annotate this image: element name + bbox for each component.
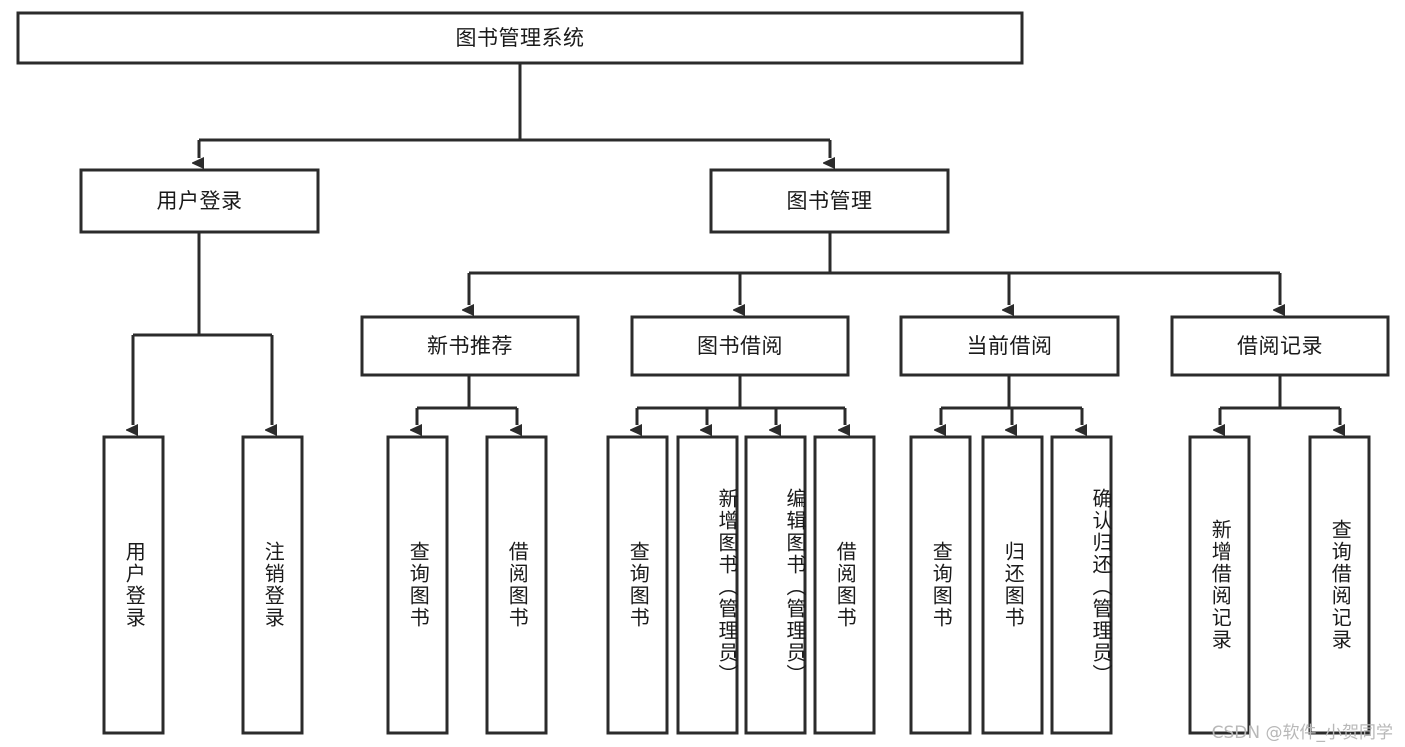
connector-group-userlogin-to-leaves — [133, 232, 272, 425]
node-box-book-borrow[interactable] — [630, 315, 850, 377]
connector-group-bookmgmt-to-level3 — [469, 232, 1280, 305]
node-box-root[interactable] — [16, 11, 1024, 65]
connector-group-bookborrow-to-leaves — [637, 375, 845, 425]
connector-group-newbook-to-leaves — [417, 375, 517, 425]
leaf-box-user-login[interactable] — [102, 435, 165, 735]
leaf-box-query-book-1[interactable] — [386, 435, 449, 735]
csdn-watermark: CSDN @软件_小贺同学 — [1211, 723, 1393, 743]
leaf-box-add-book-admin[interactable] — [676, 435, 739, 735]
connector-group-borrowrecord-to-leaves — [1220, 375, 1340, 425]
leaf-box-add-borrow-record[interactable] — [1188, 435, 1251, 735]
node-box-user-login[interactable] — [79, 168, 320, 234]
connector-group-root-to-level2 — [199, 63, 830, 158]
leaf-box-query-book-3[interactable] — [909, 435, 972, 735]
node-box-new-book-recommend[interactable] — [360, 315, 580, 377]
leaf-box-query-book-2[interactable] — [606, 435, 669, 735]
connector-group-currentborrow-to-leaves — [941, 375, 1082, 425]
leaf-box-borrow-book-2[interactable] — [813, 435, 876, 735]
leaf-box-query-borrow-record[interactable] — [1308, 435, 1371, 735]
leaf-box-edit-book-admin[interactable] — [744, 435, 807, 735]
leaf-box-logout[interactable] — [241, 435, 304, 735]
node-box-book-management[interactable] — [709, 168, 950, 234]
leaf-box-borrow-book-1[interactable] — [485, 435, 548, 735]
leaf-box-confirm-return-admin[interactable] — [1050, 435, 1113, 735]
leaf-box-return-book[interactable] — [981, 435, 1044, 735]
node-box-current-borrow[interactable] — [899, 315, 1120, 377]
node-box-borrow-record[interactable] — [1170, 315, 1390, 377]
